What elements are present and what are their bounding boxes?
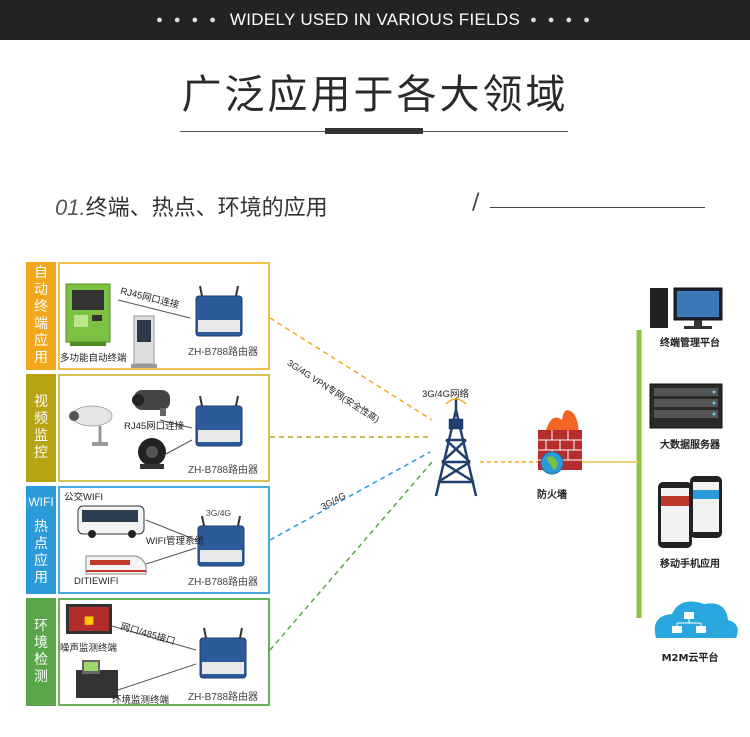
platform-label-terminal: 终端管理平台 (660, 338, 720, 349)
box-camera-icon (132, 390, 170, 416)
row3-device-label-1: 公交WIFI (64, 492, 104, 503)
row2-link-label: RJ45网口连接 (124, 421, 185, 432)
row2-router-label: ZH-B788路由器 (188, 465, 259, 476)
computer-icon (650, 287, 723, 329)
bus-icon (77, 505, 145, 538)
page-title: 广泛应用于各大领域 (181, 72, 569, 118)
top-banner: ● ● ● ● WIDELY USED IN VARIOUS FIELDS ● … (0, 0, 750, 40)
train-icon (85, 555, 147, 575)
section-rule (490, 207, 705, 208)
firewall-label: 防火墙 (537, 490, 567, 501)
server-icon (649, 383, 723, 429)
row3-device-label-2: DITIEWIFI (74, 576, 119, 587)
banner-dots-left: ● ● ● ● (156, 14, 220, 26)
section-heading: 01.终端、热点、环境的应用 (55, 190, 328, 222)
section-number: 01. (55, 195, 86, 220)
network-label: 3G/4G网络 (422, 389, 469, 400)
router-icon-4 (199, 627, 247, 679)
row-label-video: 视频监控 (26, 374, 56, 482)
signal-tower-icon (434, 398, 478, 497)
router-icon-2 (195, 395, 243, 447)
noise-display-icon: ██ (66, 604, 112, 634)
row3-router-label: ZH-B788路由器 (188, 577, 259, 588)
environment-station-icon (76, 660, 118, 698)
tall-kiosk-icon (131, 315, 157, 368)
router-icon-1 (195, 285, 243, 337)
section-text: 终端、热点、环境的应用 (85, 196, 328, 221)
row3-link (269, 451, 431, 541)
platform-label-mobile: 移动手机应用 (660, 559, 720, 570)
phone-icon (658, 476, 722, 548)
kiosk-icon (65, 283, 111, 346)
row3-link-label: WIFI管理系统 (146, 536, 205, 547)
row-label-wifi: WIFI 热点应用 (26, 486, 56, 594)
row1-router-label: ZH-B788路由器 (188, 347, 259, 358)
banner-text: WIDELY USED IN VARIOUS FIELDS (229, 10, 521, 29)
row1-link (269, 317, 433, 421)
cloud-icon (654, 601, 738, 638)
row-label-terminal: 自动终端应用 (26, 262, 56, 370)
section-slash: / (472, 190, 480, 215)
firewall-icon (538, 410, 582, 475)
title-accent-bar (325, 128, 423, 134)
row-label-environment: 环境检测 (26, 598, 56, 706)
row4-router-label: ZH-B788路由器 (188, 692, 259, 703)
router-icon-3 (197, 515, 245, 567)
platform-label-cloud: M2M云平台 (661, 653, 719, 664)
row1-device-label: 多功能自动终端 (60, 353, 127, 364)
row4-device-label-1: 噪声监测终端 (60, 643, 118, 654)
bullet-camera-icon (69, 405, 113, 446)
svg-text:██: ██ (84, 616, 94, 625)
platform-label-server: 大数据服务器 (660, 440, 720, 451)
dome-camera-icon (138, 438, 166, 469)
row3-router-top-label: 3G/4G (206, 508, 232, 518)
banner-dots-right: ● ● ● ● (530, 14, 594, 26)
row4-device-label-2: 环境监测终端 (112, 695, 170, 706)
